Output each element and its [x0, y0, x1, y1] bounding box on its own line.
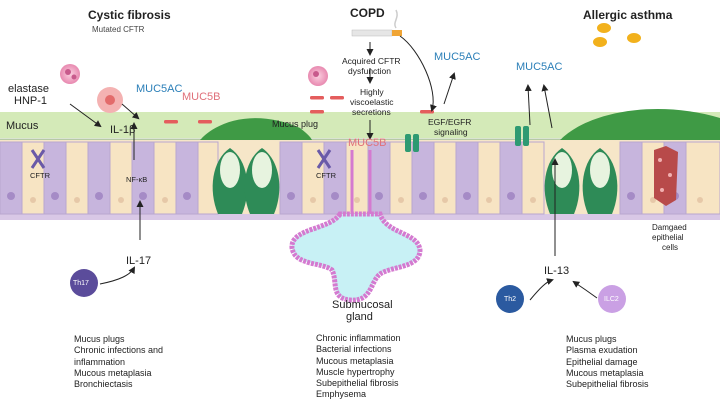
cftr-channel-mid: [316, 149, 332, 169]
ilc2-label: ILC2: [604, 296, 619, 303]
mucus-label: Mucus: [6, 120, 39, 132]
cftr-left-label: CFTR: [30, 171, 50, 180]
mucin-dashes: [164, 96, 434, 124]
submucosal-gland: [289, 150, 423, 303]
allergen-icons: [593, 23, 641, 47]
list-item: Mucous metaplasia: [566, 367, 644, 378]
asthma-mucus-plug: [560, 109, 720, 140]
egf-line1: EGF/EGFR: [428, 117, 472, 127]
cell-nuclei: [7, 192, 679, 200]
egf-line2: signaling: [434, 127, 468, 137]
th2-cell: [496, 285, 524, 313]
cf-title: Cystic fibrosis: [88, 8, 171, 22]
asthma-outcome-list: Mucus plugs Plasma exudation Epithelial …: [566, 334, 649, 390]
epithelial-cells: [0, 141, 720, 215]
muc5ac-mid-label: MUC5AC: [434, 51, 481, 63]
viscous-line2: viscoelastic: [350, 97, 394, 107]
il17-label: IL-17: [126, 255, 152, 267]
hnp1-label: HNP-1: [14, 95, 48, 107]
ilc2-cell: [598, 285, 626, 313]
damaged-epithelial-cells: [654, 146, 678, 206]
list-item: Chronic inflammation: [316, 333, 401, 343]
list-item: Bronchiectasis: [74, 379, 133, 390]
elastase-label: elastase: [8, 83, 49, 95]
goblet-cells-cf: [212, 148, 280, 214]
cigarette-icon: [351, 9, 402, 37]
damaged-line3: cells: [662, 243, 679, 252]
list-item: Mucus plugs: [566, 334, 617, 344]
mucus-plug-label: Mucus plug: [272, 119, 319, 129]
th17-cell: [70, 269, 98, 297]
list-item: Plasma exudation: [566, 345, 638, 356]
copd-outcome-list: Chronic inflammation Bacterial infection…: [316, 333, 401, 401]
list-item: Bacterial infections: [316, 344, 392, 355]
egfr-receptor-right: [515, 126, 529, 146]
acquired-cftr-line2: dysfunction: [348, 66, 391, 76]
copd-title: COPD: [350, 6, 385, 20]
th2-label: Th2: [504, 296, 517, 303]
muc5ac-left-label: MUC5AC: [136, 83, 183, 95]
list-item: Mucous metaplasia: [316, 355, 394, 366]
th17-label: Th17: [73, 280, 89, 287]
muc5ac-right-label: MUC5AC: [516, 61, 563, 73]
il13-label: IL-13: [544, 265, 570, 277]
submucosal-line2: gland: [346, 311, 373, 323]
muc5b-left-label: MUC5B: [182, 91, 221, 103]
list-item: Mucous metaplasia: [74, 367, 152, 378]
acquired-cftr-line1: Acquired CFTR: [342, 56, 401, 66]
list-item: Mucus plugs: [74, 334, 125, 344]
cftr-mid-label: CFTR: [316, 171, 336, 180]
nfkb-label: NF-κB: [126, 175, 148, 184]
muc5b-mid-label: MUC5B: [348, 137, 387, 149]
list-item: Subepithelial fibrosis: [566, 379, 649, 390]
viscous-line3: secretions: [352, 107, 391, 117]
list-item: Chronic infections and: [74, 345, 164, 356]
damaged-line2: epithelial: [652, 233, 684, 242]
macrophage: [97, 87, 123, 113]
il1b-label: IL-1β: [110, 124, 136, 136]
list-item: Emphysema: [316, 389, 367, 400]
mucus-plug: [200, 118, 312, 140]
list-item: inflammation: [74, 356, 126, 367]
cf-outcome-list: Mucus plugs Chronic infections and infla…: [74, 334, 163, 390]
list-item: Muscle hypertrophy: [316, 366, 395, 377]
list-item: Epithelial damage: [566, 356, 638, 367]
arrows: [69, 35, 598, 301]
egfr-receptor-mid: [405, 134, 419, 152]
viscous-line1: Highly: [360, 87, 384, 97]
submucosal-line1: Submucosal: [332, 299, 393, 311]
list-item: Subepithelial fibrosis: [316, 378, 399, 389]
asthma-title: Allergic asthma: [583, 8, 673, 22]
cftr-channel-left: [30, 149, 46, 169]
cf-subtitle: Mutated CFTR: [92, 25, 145, 34]
damaged-line1: Damgaed: [652, 223, 687, 232]
